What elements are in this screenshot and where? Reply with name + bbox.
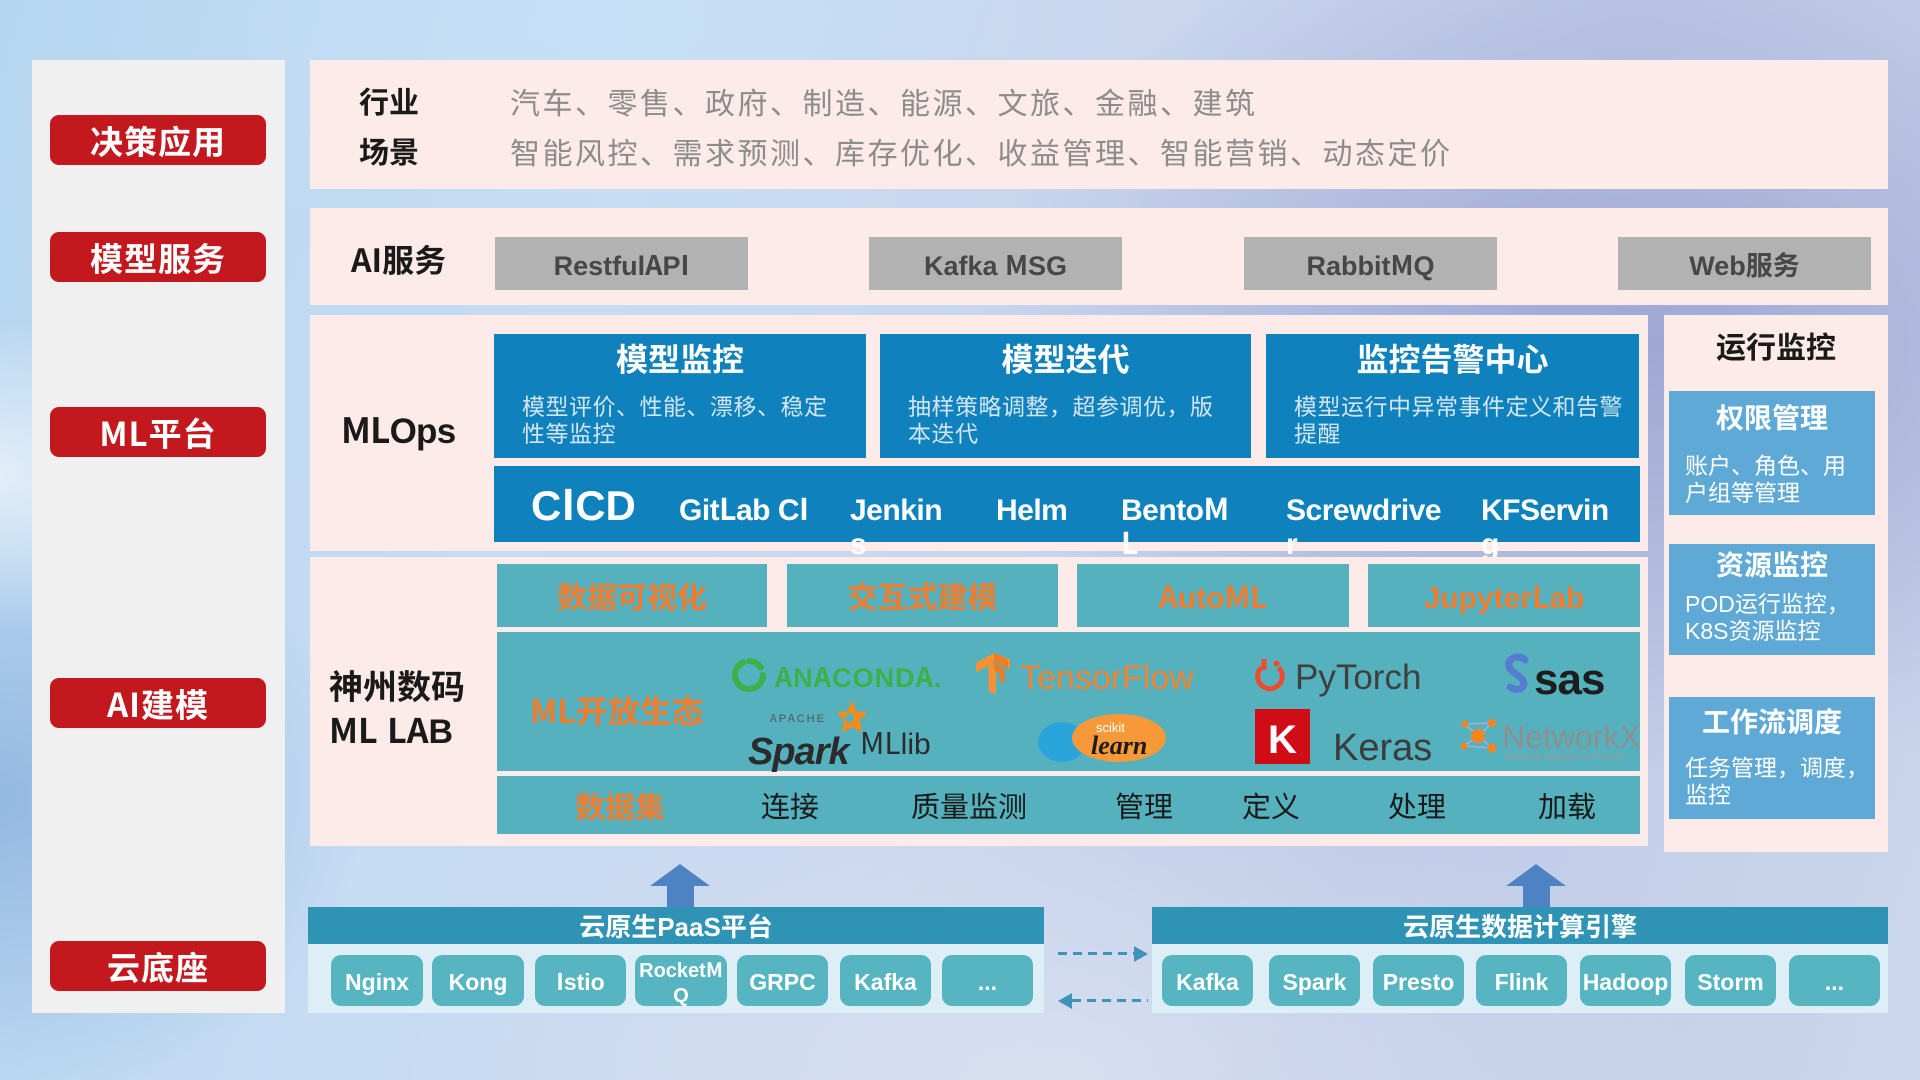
svg-text:scikit: scikit [1096, 720, 1125, 735]
svg-text:learn: learn [1091, 731, 1147, 760]
